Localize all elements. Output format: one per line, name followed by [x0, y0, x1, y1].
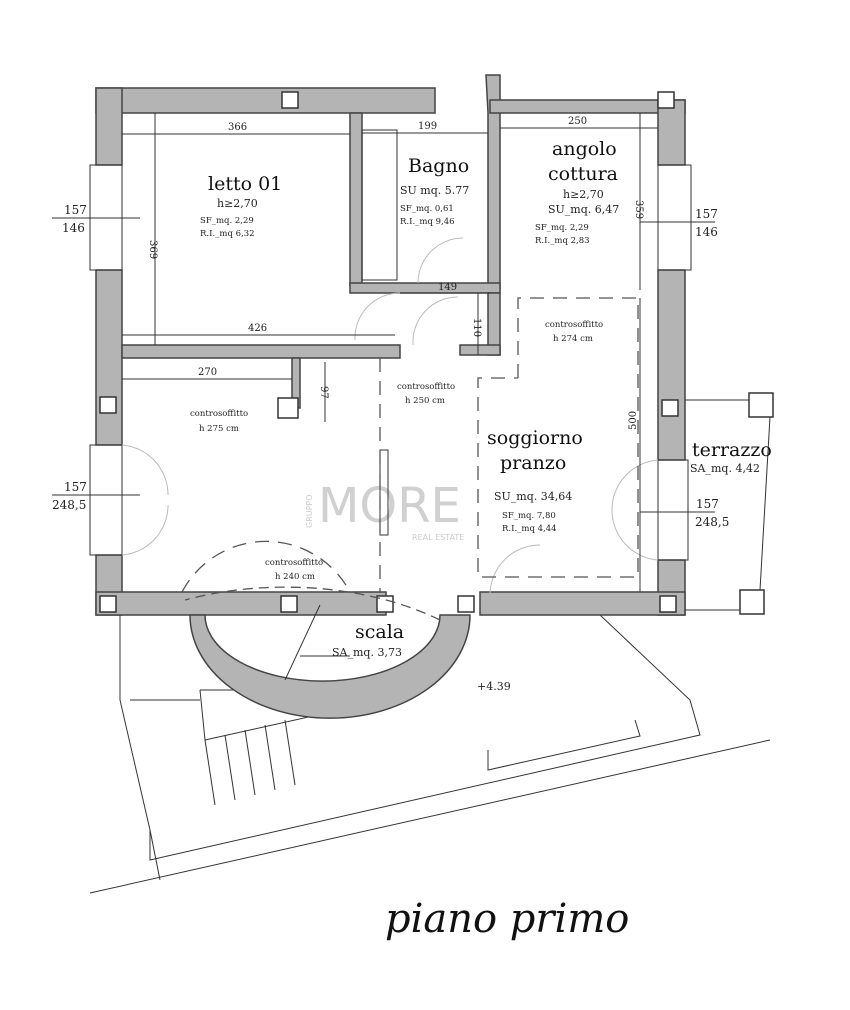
- letto-height: h≥2,70: [217, 197, 258, 210]
- ceiling-3-height: h 275 cm: [199, 424, 239, 434]
- bagno-su: SU mq. 5.77: [400, 184, 469, 197]
- dim-500: 500: [628, 411, 639, 430]
- bagno-sf: SF_mq. 0,61: [400, 204, 454, 214]
- cottura-su: SU_mq. 6,47: [548, 203, 619, 216]
- dimension-lines: [52, 113, 715, 592]
- room-labels: letto 01 h≥2,70 SF_mq. 2,29 R.I._mq 6,32…: [190, 138, 772, 693]
- window-3-top: 157: [64, 480, 87, 494]
- cottura-height: h≥2,70: [563, 188, 604, 201]
- dim-97: 97: [318, 386, 329, 399]
- ceiling-4-label: controsoffitto: [265, 558, 323, 568]
- cottura-name-1: angolo: [552, 138, 617, 160]
- dim-110: 110: [471, 318, 482, 337]
- scala-sa: SA_mq. 3,73: [332, 646, 402, 659]
- openings: [89, 129, 692, 681]
- watermark-suffix: REAL ESTATE: [412, 533, 464, 542]
- dim-359: 359: [633, 200, 644, 219]
- ceiling-outlines: [379, 297, 639, 592]
- window-1-bottom: 146: [62, 221, 85, 235]
- terrazzo-sa: SA_mq. 4,42: [690, 462, 760, 475]
- terrazzo-name: terrazzo: [692, 439, 772, 461]
- ceiling-2-label: controsoffitto: [397, 382, 455, 392]
- dim-366: 366: [228, 122, 247, 133]
- dim-270: 270: [198, 367, 217, 378]
- walls: [95, 74, 686, 719]
- cottura-sf: SF_mq. 2,29: [535, 223, 589, 233]
- cottura-name-2: cottura: [548, 163, 618, 185]
- ceiling-1-height: h 274 cm: [553, 334, 593, 344]
- bagno-name: Bagno: [408, 155, 469, 177]
- window-4-bottom: 248,5: [695, 515, 729, 529]
- window-2-bottom: 146: [695, 225, 718, 239]
- bagno-ri: R.I._mq 9,46: [400, 217, 455, 227]
- scala-name: scala: [355, 621, 404, 643]
- window-4-top: 157: [696, 497, 719, 511]
- dim-426: 426: [248, 323, 267, 334]
- watermark-brand: MORE: [318, 478, 461, 534]
- ceiling-1-label: controsoffitto: [545, 320, 603, 330]
- terrace-railing: [685, 399, 771, 611]
- soggiorno-su: SU_mq. 34,64: [494, 490, 572, 503]
- ceiling-4-height: h 240 cm: [275, 572, 315, 582]
- dim-149: 149: [438, 282, 457, 293]
- cottura-ri: R.I._mq 2,83: [535, 236, 590, 246]
- soggiorno-name-1: soggiorno: [487, 427, 583, 449]
- dim-369: 369: [147, 240, 158, 259]
- dim-199: 199: [418, 121, 437, 132]
- elevation-label: +4.39: [477, 680, 511, 693]
- watermark: MORE GRUPPO REAL ESTATE: [305, 478, 464, 542]
- soggiorno-name-2: pranzo: [500, 452, 566, 474]
- soggiorno-ri: R.I._mq 4,44: [502, 524, 557, 534]
- window-3-bottom: 248,5: [52, 498, 86, 512]
- dimension-labels: 366 199 250 369 359 426 149 110 270 97 5…: [52, 116, 729, 529]
- letto-ri: R.I._mq 6,32: [200, 229, 255, 239]
- ceiling-3-label: controsoffitto: [190, 409, 248, 419]
- window-1-top: 157: [64, 203, 87, 217]
- letto-sf: SF_mq. 2,29: [200, 216, 254, 226]
- plan-title: piano primo: [385, 896, 629, 942]
- pillars: [99, 91, 774, 615]
- letto-name: letto 01: [208, 173, 282, 195]
- window-2-top: 157: [695, 207, 718, 221]
- dim-250: 250: [568, 116, 587, 127]
- watermark-prefix: GRUPPO: [305, 494, 314, 528]
- ceiling-2-height: h 250 cm: [405, 396, 445, 406]
- soggiorno-sf: SF_mq. 7,80: [502, 511, 556, 521]
